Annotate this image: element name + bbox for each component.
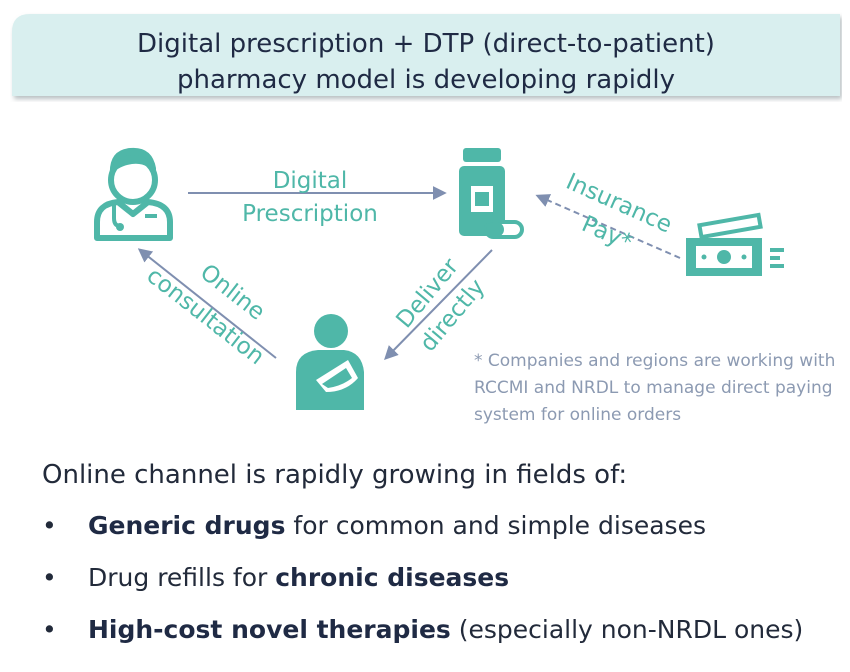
arrow-insurance-to-pharmacy <box>535 194 681 259</box>
summary-list: • Generic drugs for common and simple di… <box>42 508 803 664</box>
label-digital: Digital <box>273 168 348 194</box>
footnote: * Companies and regions are working with… <box>474 351 836 425</box>
doctor-icon <box>94 147 173 241</box>
item-text: Drug refills for <box>88 563 276 592</box>
title-line-1: Digital prescription + DTP (direct-to-pa… <box>137 29 715 59</box>
title-banner: Digital prescription + DTP (direct-to-pa… <box>10 12 842 102</box>
arrow-pharmacy-to-patient <box>384 249 493 360</box>
list-item: • Generic drugs for common and simple di… <box>42 508 803 560</box>
list-item: • High-cost novel therapies (especially … <box>42 612 803 664</box>
bullet-icon: • <box>42 615 57 644</box>
bullet-icon: • <box>42 511 57 540</box>
list-item: • Drug refills for chronic diseases <box>42 560 803 612</box>
patient-icon <box>296 314 364 410</box>
item-bold: Generic drugs <box>88 511 286 540</box>
banner-shape <box>12 14 840 96</box>
item-bold: High-cost novel therapies <box>88 615 451 644</box>
medicine-bottle-icon <box>459 148 524 239</box>
bullet-icon: • <box>42 563 57 592</box>
title-line-2: pharmacy model is developing rapidly <box>176 65 676 95</box>
item-bold: chronic diseases <box>275 563 510 592</box>
page-title: Digital prescription + DTP (direct-to-pa… <box>10 26 842 98</box>
summary-lead: Online channel is rapidly growing in fie… <box>42 460 628 490</box>
cash-icon <box>686 212 784 276</box>
item-text: for common and simple diseases <box>285 511 706 540</box>
label-prescription: Prescription <box>242 201 378 227</box>
item-text: (especially non-NRDL ones) <box>450 615 804 644</box>
arrow-patient-to-doctor <box>137 248 277 359</box>
